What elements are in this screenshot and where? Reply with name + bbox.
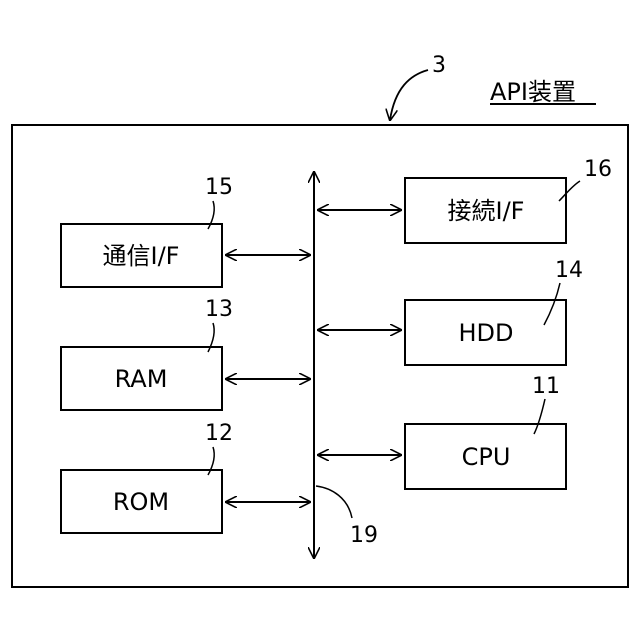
rom-block: ROM 12 bbox=[61, 421, 233, 533]
bus-ref-leader bbox=[316, 486, 352, 518]
comm-if-ref-label: 15 bbox=[205, 175, 233, 200]
device-ref-leader-arrow bbox=[390, 70, 428, 120]
conn-if-block: 接続I/F 16 bbox=[405, 157, 612, 243]
ram-block: RAM 13 bbox=[61, 297, 233, 410]
ram-ref-label: 13 bbox=[205, 297, 233, 322]
ram-label: RAM bbox=[115, 365, 168, 393]
comm-if-label: 通信I/F bbox=[103, 242, 180, 270]
cpu-label: CPU bbox=[462, 443, 511, 471]
conn-if-label: 接続I/F bbox=[448, 197, 525, 225]
conn-if-ref-label: 16 bbox=[584, 157, 612, 182]
cpu-ref-label: 11 bbox=[532, 374, 560, 399]
cpu-block: CPU 11 bbox=[405, 374, 566, 489]
rom-label: ROM bbox=[113, 488, 169, 516]
hdd-block: HDD 14 bbox=[405, 258, 583, 365]
rom-ref-label: 12 bbox=[205, 421, 233, 446]
device-ref-label: 3 bbox=[432, 53, 446, 78]
hdd-label: HDD bbox=[458, 319, 513, 347]
hdd-ref-label: 14 bbox=[555, 258, 583, 283]
comm-if-block: 通信I/F 15 bbox=[61, 175, 233, 287]
bus-ref-label: 19 bbox=[350, 523, 378, 548]
device-title: API装置 bbox=[490, 78, 576, 106]
